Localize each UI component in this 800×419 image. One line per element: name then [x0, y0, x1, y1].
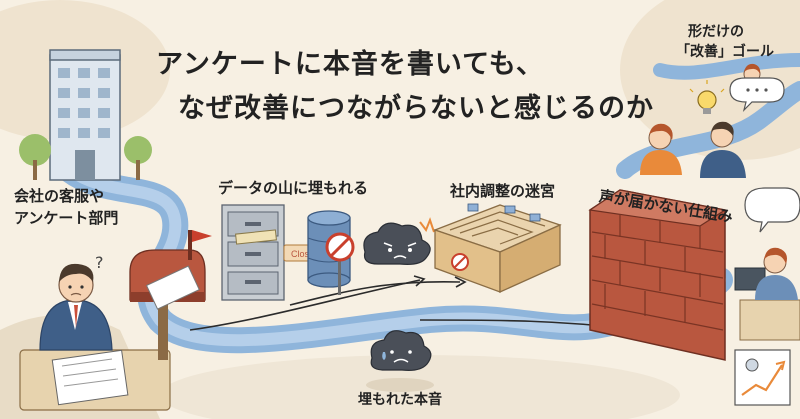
- bubble-dots: [746, 88, 768, 92]
- operator-figure: [734, 247, 800, 341]
- lightbulb-icon: [689, 80, 725, 114]
- stage-maze-label: 社内調整の迷宮: [450, 182, 556, 200]
- stage-goal-line-1: 形だけの: [688, 24, 744, 40]
- speech-bubbles: [729, 77, 800, 233]
- stage-buried-label: 埋もれた本音: [358, 392, 442, 408]
- closed-tag-label: Closed: [291, 249, 319, 259]
- maze-box-icon: [433, 203, 562, 294]
- svg-text:?: ?: [95, 253, 104, 272]
- filing-cabinet-icon: [221, 204, 285, 301]
- office-building-icon: [19, 49, 152, 181]
- stage-goal-line-2: 「改善」ゴール: [676, 44, 774, 60]
- brick-wall-icon: [588, 189, 727, 361]
- angry-cloud-icon: [363, 217, 435, 265]
- stage-department-line-1: 会社の客服や: [14, 187, 105, 205]
- no-entry-icon: [325, 232, 355, 295]
- stage-department-label: 会社の客服や アンケート部門: [14, 185, 118, 229]
- stage-department-line-2: アンケート部門: [14, 209, 119, 227]
- sad-cloud-icon: [366, 330, 434, 392]
- title-line-2: なぜ改善につながらないと感じるのか: [178, 93, 654, 124]
- stage-data-mountain-label: データの山に埋もれる: [218, 179, 369, 197]
- mailbox-icon: [129, 230, 212, 360]
- title-line-1: アンケートに本音を書いても、: [156, 49, 544, 80]
- stage-goal-label: 形だけの 「改善」ゴール: [676, 22, 774, 62]
- customer-writing-figure: ?: [19, 253, 171, 411]
- growth-chart-icon: [734, 349, 791, 406]
